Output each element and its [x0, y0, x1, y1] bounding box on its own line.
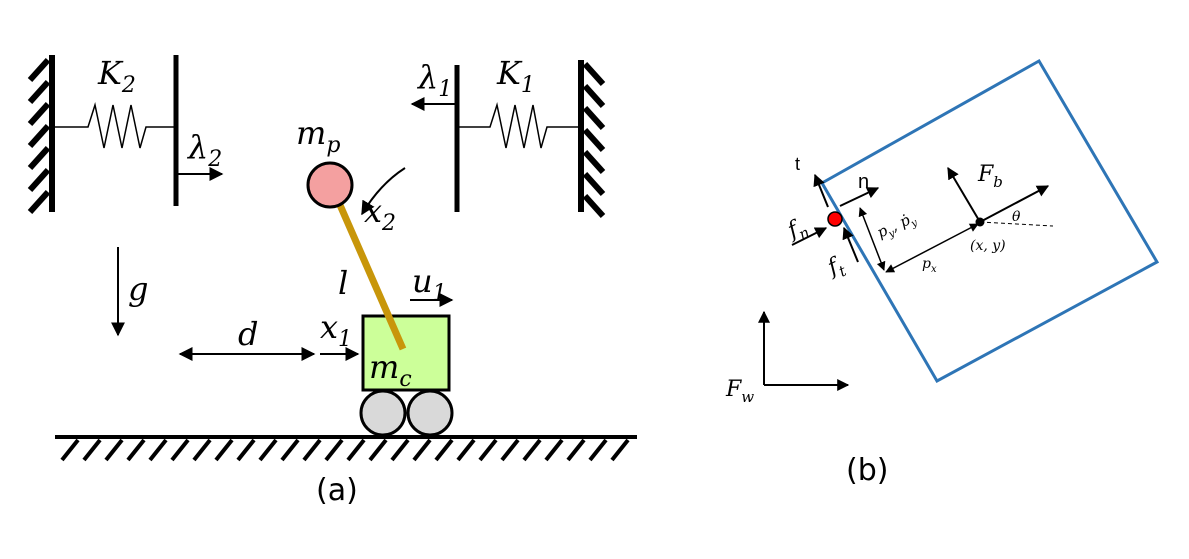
- theta-label: θ: [1012, 209, 1021, 225]
- normal-arrow: [839, 187, 880, 207]
- world-frame-label: Fw: [725, 377, 754, 406]
- panel-b: t n fn ft py, ṗy px (x, y) θ Fb Fw (b): [725, 58, 1160, 488]
- panel-a: K2 K1 λ2 λ1 mp x2 l g d x1 u1 mc (a): [27, 54, 637, 508]
- ground: [55, 435, 637, 462]
- contact-point: [827, 211, 843, 227]
- rigid-box: [819, 58, 1160, 384]
- right-wall: [578, 60, 606, 219]
- caption-a: (a): [316, 473, 358, 508]
- tangent-force-arrow: [842, 226, 859, 263]
- left-spring: [55, 102, 176, 149]
- cart-wheel-left: [359, 389, 407, 437]
- caption-b: (b): [846, 453, 888, 488]
- py-label: py, ṗy: [874, 208, 920, 244]
- pendulum-mass-label: mp: [296, 114, 340, 158]
- spring-right-label: K1: [496, 54, 535, 98]
- gravity-label: g: [128, 270, 148, 308]
- normal-label: n: [858, 171, 869, 193]
- cart-body: [361, 314, 451, 392]
- distance-label: d: [238, 315, 258, 353]
- angle-label: x2: [364, 192, 396, 236]
- cart-mass-label: mc: [369, 348, 412, 392]
- length-label: l: [338, 264, 348, 302]
- position-label: x1: [320, 308, 352, 352]
- cart-wheel-right: [406, 389, 454, 437]
- pendulum-bob: [306, 161, 354, 209]
- reference-dashed-line: [979, 221, 1054, 227]
- angle-arrow: [361, 167, 406, 216]
- right-spring: [458, 102, 578, 149]
- py-dimension: [858, 207, 886, 271]
- body-force-label: Fb: [977, 162, 1003, 191]
- lambda-left-label: λ2: [186, 128, 222, 172]
- px-dimension: [885, 223, 979, 273]
- px-label: px: [922, 256, 937, 275]
- tangent-label: t: [795, 154, 800, 174]
- normal-force-arrow: [791, 227, 828, 246]
- body-x-axis: [979, 185, 1050, 223]
- left-wall: [27, 55, 55, 215]
- pendulum-rod: [336, 203, 407, 351]
- spring-left-label: K2: [97, 54, 136, 98]
- center-label: (x, y): [970, 238, 1006, 254]
- lambda-right-label: λ1: [416, 58, 452, 102]
- tangent-arrow: [813, 173, 829, 208]
- tangent-force-label: ft: [822, 251, 850, 285]
- body-force-arrow: [947, 166, 981, 223]
- force-label: u1: [412, 262, 447, 306]
